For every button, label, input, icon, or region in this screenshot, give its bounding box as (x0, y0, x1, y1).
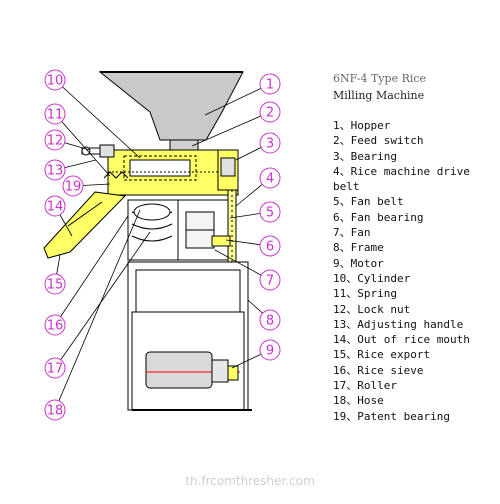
callout-number: 10 (47, 74, 64, 89)
legend-item: 13、Adjusting handle (333, 317, 464, 331)
callout-circle (44, 69, 66, 91)
callout-circle (62, 175, 84, 197)
title-line-1: 6NF-4 Type Rice (333, 72, 427, 85)
legend-item: 6、Fan bearing (333, 210, 424, 224)
callout-number: 19 (65, 180, 82, 195)
legend-item: 3、Bearing (333, 149, 397, 163)
legend-item: 19、Patent bearing (333, 409, 450, 423)
motor (145, 351, 213, 389)
legend-item: 11、Spring (333, 287, 397, 301)
callout-number: 2 (266, 106, 274, 121)
legend-item: 16、Rice sieve (333, 363, 424, 377)
legend-item: 12、Lock nut (333, 302, 411, 316)
callout-leader (54, 209, 141, 411)
callout-number: 6 (266, 240, 274, 255)
callout-circle (44, 103, 66, 125)
legend-item: 15、Rice export (333, 348, 431, 362)
legend-item: 4、Rice machine drive (333, 164, 470, 178)
legend-item: 1、Hopper (333, 119, 391, 132)
callout-number: 5 (266, 206, 274, 221)
legend-item: 17、Roller (333, 379, 397, 393)
callout-circle (44, 159, 66, 181)
callout-circle (259, 269, 281, 291)
legend-item: 18、Hose (333, 394, 384, 408)
rice-chute (43, 191, 127, 259)
legend-item: 2、Feed switch (333, 134, 424, 148)
callout-number: 16 (47, 319, 64, 334)
callout-number: 14 (47, 200, 64, 215)
callout-circle (259, 132, 281, 154)
callout-number: 12 (47, 134, 64, 149)
callout-number: 7 (266, 274, 274, 289)
legend-item: 5、Fan belt (333, 195, 404, 209)
title-line-2: Milling Machine (333, 89, 425, 102)
hopper (98, 71, 244, 141)
legend-item: 10、Cylinder (333, 271, 411, 285)
callout-circle (44, 399, 66, 421)
callout-circle (259, 235, 281, 257)
legend-item: 7、Fan (333, 226, 371, 240)
callout-circle (259, 309, 281, 331)
watermark: th.frcomthresher.com (185, 474, 315, 488)
parts-legend: 1、Hopper 2、Feed switch 3、Bearing 4、Rice … (333, 118, 470, 424)
callout-circle (259, 101, 281, 123)
legend-item: 8、Frame (333, 241, 384, 255)
legend-item: 9、Motor (333, 256, 384, 270)
callout-number: 11 (47, 108, 64, 123)
fan-bearing (211, 235, 231, 247)
callout-circle (259, 167, 281, 189)
callout-circle (259, 339, 281, 361)
legend-item: 14、Out of rice mouth (333, 333, 470, 347)
callout-number: 18 (47, 404, 64, 419)
callout-leader (54, 113, 111, 177)
callout-leader (54, 215, 129, 326)
callout-circle (44, 357, 66, 379)
callout-number: 15 (47, 278, 64, 293)
callout-number: 4 (266, 172, 274, 187)
callout-number: 9 (266, 344, 274, 359)
callout-number: 1 (266, 78, 274, 93)
callout-circle (44, 129, 66, 151)
callout-number: 8 (266, 314, 274, 329)
callout-circle (44, 314, 66, 336)
callout-number: 3 (266, 137, 274, 152)
legend-item: belt (333, 180, 360, 194)
callout-leader (191, 111, 271, 147)
callout-leader (204, 83, 271, 116)
callout-circle (259, 201, 281, 223)
callout-circle (259, 73, 281, 95)
callout-number: 17 (47, 362, 64, 377)
callout-leader (54, 231, 151, 369)
callout-number: 13 (47, 164, 64, 179)
callout-circle (44, 195, 66, 217)
callout-circle (44, 273, 66, 295)
callout-leader (54, 79, 141, 159)
